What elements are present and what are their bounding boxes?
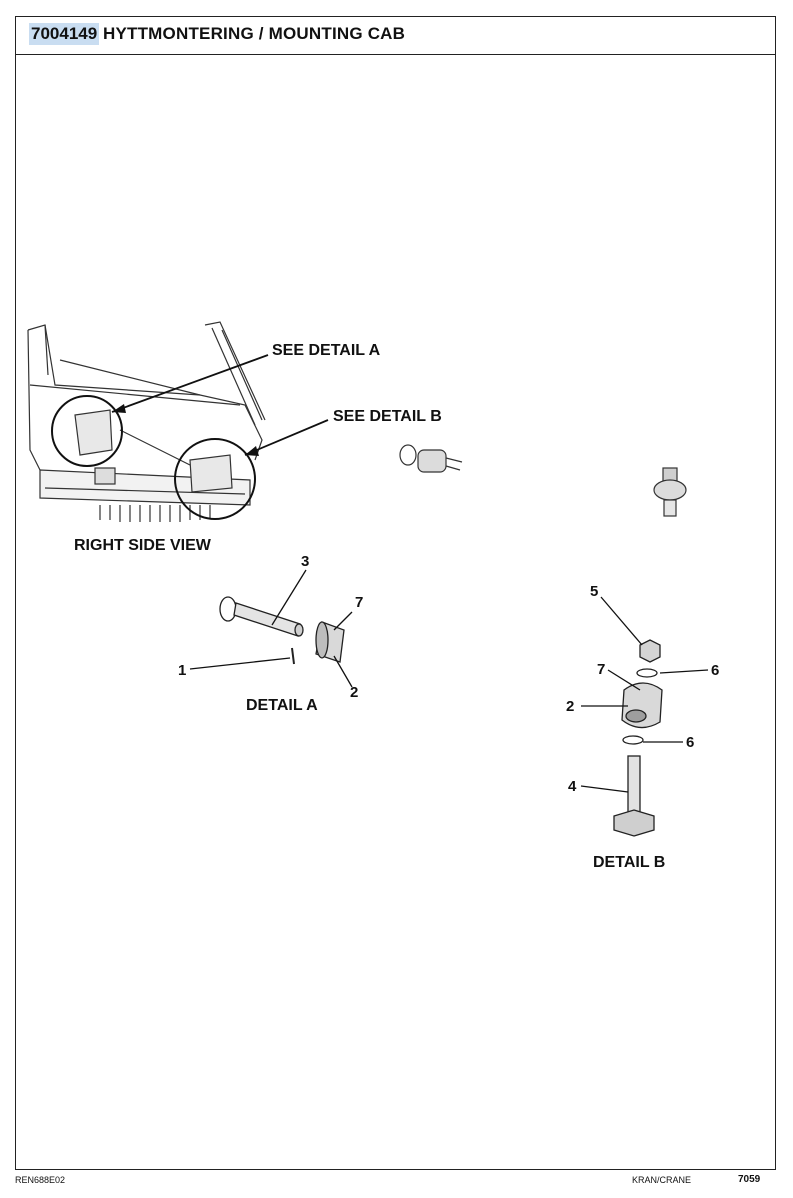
arrowhead-b (245, 446, 259, 456)
detail-b-label: DETAIL B (593, 854, 665, 871)
callout-b-6-upper: 6 (711, 662, 719, 679)
detail-a-leaders (189, 569, 353, 688)
callout-b-4: 4 (568, 778, 577, 795)
header-bar: 7004149 HYTTMONTERING / MOUNTING CAB (15, 16, 776, 55)
detail-b-circle (174, 438, 256, 520)
right-side-view-illustration (27, 321, 266, 522)
callout-b-7: 7 (597, 661, 605, 678)
callout-b-5: 5 (590, 583, 598, 600)
part-number[interactable]: 7004149 (29, 23, 100, 45)
category-label: KRAN/CRANE (632, 1175, 692, 1185)
detail-a-illustration (219, 596, 345, 665)
page-number: 7059 (738, 1174, 761, 1185)
right-side-view-label: RIGHT SIDE VIEW (74, 537, 212, 554)
detail-b-illustration (613, 639, 663, 837)
callout-a-1: 1 (178, 662, 186, 679)
assembled-pin-illustration (399, 444, 463, 473)
detail-a-circle (51, 395, 123, 467)
doc-code: REN688E02 (15, 1175, 66, 1185)
callout-a-7: 7 (355, 594, 363, 611)
callout-a-2: 2 (350, 684, 358, 701)
callout-b-6-lower: 6 (686, 734, 694, 751)
detail-b-leaders (580, 596, 709, 793)
page-title: HYTTMONTERING / MOUNTING CAB (103, 24, 406, 43)
see-detail-leaders (111, 354, 329, 456)
assembled-bolt-illustration (653, 467, 687, 517)
detail-a-label: DETAIL A (246, 697, 318, 714)
callout-a-3: 3 (301, 553, 309, 570)
callout-b-2: 2 (566, 698, 574, 715)
see-detail-b-label: SEE DETAIL B (333, 408, 442, 425)
arrowhead-a (112, 404, 126, 413)
see-detail-a-label: SEE DETAIL A (272, 342, 381, 359)
page-frame (15, 16, 776, 1170)
